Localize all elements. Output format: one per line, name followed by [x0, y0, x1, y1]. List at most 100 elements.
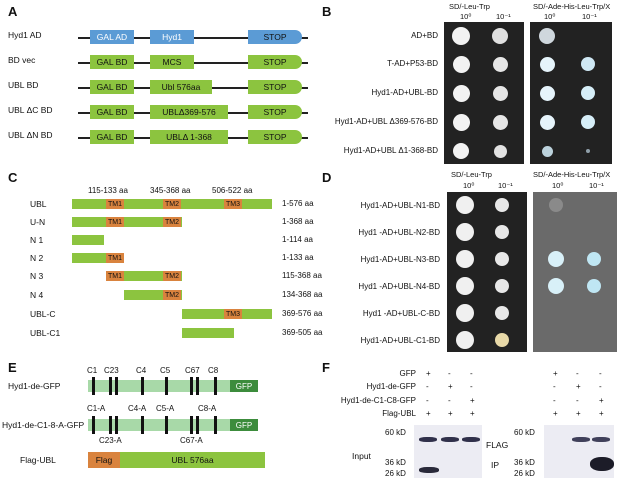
- fragment-label: UBL-C: [30, 309, 56, 319]
- plate-d-1: [447, 192, 527, 352]
- panel-label-c: C: [8, 170, 18, 185]
- fragment-range: 115-368 aa: [282, 271, 322, 280]
- fragment-range: 1-576 aa: [282, 199, 314, 208]
- mw-marker: 26 kD: [385, 469, 406, 478]
- yeast-colony: [539, 85, 555, 101]
- yeast-colony: [493, 144, 507, 158]
- minus-mark: -: [470, 382, 473, 391]
- tm1-box: TM1: [106, 217, 124, 227]
- fragment-bar: [124, 290, 182, 300]
- plus-mark: +: [426, 409, 431, 418]
- yeast-colony: [492, 114, 508, 130]
- fragment-label: U-N: [30, 217, 46, 227]
- gal-bd-box: GAL BD: [90, 80, 134, 94]
- fragment-range: 1-133 aa: [282, 253, 314, 262]
- minus-mark: -: [599, 369, 602, 378]
- panel-label-d: D: [322, 170, 332, 185]
- tm-range-label: 506-522 aa: [212, 186, 253, 195]
- yeast-colony: [452, 113, 470, 131]
- tm2-box: TM2: [163, 271, 181, 281]
- yeast-colony: [495, 198, 509, 212]
- strain-label: Hyd1-AD+UBL-C1-BD: [360, 336, 440, 345]
- dilution-label: 10⁰: [463, 181, 475, 190]
- strain-label: Hyd1 -AD+UBL-N4-BD: [358, 282, 440, 291]
- fragment-label: N 3: [30, 271, 44, 281]
- blot-band: [441, 437, 459, 442]
- yeast-colony: [548, 278, 564, 294]
- construct-label: BD vec: [8, 55, 36, 65]
- yeast-colony: [495, 279, 509, 293]
- fragment-label: N 2: [30, 253, 44, 263]
- cys-tick: [214, 416, 217, 434]
- gal-bd-box: GAL BD: [90, 130, 134, 144]
- tm2-box: TM2: [163, 290, 181, 300]
- plus-mark: +: [599, 396, 604, 405]
- cys-tick: [190, 416, 193, 434]
- strain-label: Hyd1-AD+UBL-BD: [371, 88, 438, 97]
- yeast-colony: [495, 252, 509, 266]
- dilution-label: 10⁻¹: [582, 12, 597, 21]
- plus-mark: +: [426, 369, 431, 378]
- input-label: Input: [352, 451, 371, 461]
- tm-range-label: 345-368 aa: [150, 186, 191, 195]
- fragment-label: UBL-C1: [30, 328, 61, 338]
- minus-mark: -: [426, 382, 429, 391]
- strain-label: Hyd1 -AD+UBL-N2-BD: [358, 228, 440, 237]
- fragment-range: 369-576 aa: [282, 309, 323, 318]
- cys-site-label: C4: [136, 366, 147, 375]
- fragment-bar: [72, 235, 104, 245]
- plasmid-label: GFP: [399, 369, 416, 378]
- cys-tick: [165, 416, 168, 434]
- yeast-colony: [456, 223, 474, 241]
- blot-band: [590, 457, 614, 471]
- stop-box: STOP: [248, 55, 302, 69]
- strain-label: Hyd1-AD+UBL Δ1-368-BD: [343, 146, 438, 155]
- blot-band: [419, 467, 439, 473]
- strain-label: Hyd1-AD+UBL Δ369-576-BD: [334, 117, 438, 126]
- mut-site-label: C8-A: [198, 404, 217, 413]
- minus-mark: -: [599, 382, 602, 391]
- blot-band: [572, 437, 590, 442]
- ubl-bar: UBL 576aa: [120, 452, 265, 468]
- mw-marker: 26 kD: [514, 469, 535, 478]
- yeast-colony: [548, 251, 564, 267]
- plate-title: SD/-Ade-His-Leu-Trp/X: [533, 170, 611, 179]
- cys-tick: [109, 377, 112, 395]
- tm3-box: TM3: [224, 199, 242, 209]
- yeast-colony: [539, 114, 555, 130]
- ubl-delta-n-box: UBLΔ 1-368: [150, 130, 228, 144]
- cys-tick: [92, 416, 95, 434]
- plus-mark: +: [576, 409, 581, 418]
- yeast-colony: [456, 196, 474, 214]
- plus-mark: +: [470, 396, 475, 405]
- tm1-box: TM1: [106, 271, 124, 281]
- yeast-colony: [581, 57, 595, 71]
- construct-label: Hyd1-de-C1-8-A-GFP: [2, 420, 85, 430]
- yeast-colony: [456, 250, 474, 268]
- tm1-box: TM1: [106, 253, 124, 263]
- blot-band: [592, 437, 610, 442]
- dilution-label: 10⁰: [460, 12, 472, 21]
- panel-label-a: A: [8, 4, 18, 19]
- dilution-label: 10⁻¹: [498, 181, 513, 190]
- dilution-label: 10⁰: [544, 12, 556, 21]
- yeast-colony: [495, 306, 509, 320]
- minus-mark: -: [448, 396, 451, 405]
- stop-box: STOP: [248, 80, 302, 94]
- plus-mark: +: [448, 409, 453, 418]
- yeast-colony: [587, 279, 601, 293]
- fragment-label: N 1: [30, 235, 44, 245]
- construct-label: UBL BD: [8, 80, 39, 90]
- fragment-bar: [182, 328, 234, 338]
- plate-d-2: [533, 192, 617, 352]
- gal-ad-box: GAL AD: [90, 30, 134, 44]
- plus-mark: +: [553, 409, 558, 418]
- cys-tick: [109, 416, 112, 434]
- hyd1-de-mut-bar: [88, 419, 230, 431]
- construct-label: Hyd1 AD: [8, 30, 42, 40]
- hyd1-de-bar: [88, 380, 230, 392]
- fragment-label: UBL: [30, 199, 47, 209]
- tm-range-label: 115-133 aa: [88, 186, 128, 195]
- dilution-label: 10⁻¹: [496, 12, 511, 21]
- fragment-range: 134-368 aa: [282, 290, 323, 299]
